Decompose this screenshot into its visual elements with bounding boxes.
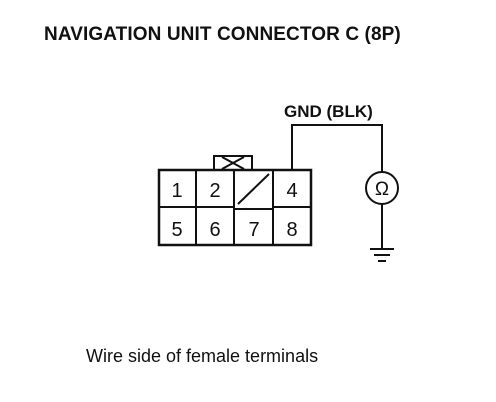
terminal-2: 2 (209, 180, 220, 202)
terminal-4: 4 (286, 180, 297, 202)
terminal-5: 5 (171, 219, 182, 241)
connector-lock-tab-icon (213, 155, 253, 171)
terminal-1: 1 (171, 180, 182, 202)
ohmmeter-icon: Ω (365, 171, 399, 205)
ohm-symbol: Ω (375, 179, 389, 200)
terminal-6: 6 (209, 219, 220, 241)
connector-body (157, 168, 313, 247)
gnd-wire (291, 124, 383, 172)
ground-icon (370, 248, 394, 262)
terminal-8: 8 (286, 219, 297, 241)
diagram-title: NAVIGATION UNIT CONNECTOR C (8P) (44, 24, 401, 45)
diagram-caption: Wire side of female terminals (86, 346, 319, 366)
connector-terminals: 1 2 4 5 6 7 8 (171, 180, 297, 241)
terminal-7: 7 (248, 219, 259, 241)
wire-label: GND (BLK) (284, 102, 373, 121)
